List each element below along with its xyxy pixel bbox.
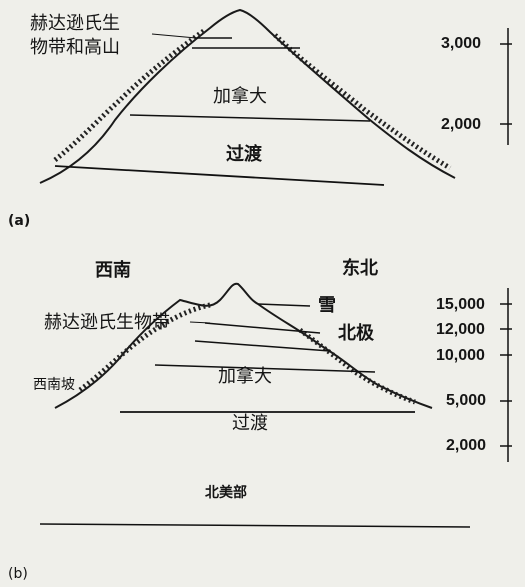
panel-b-zone-line-canadian [154,364,376,373]
panel-b-hudsonian-label: 赫达逊氏生物带 [44,312,170,333]
panel-b-tree-belt-right [298,328,416,405]
panel-b-base-label: 北美部 [205,485,247,501]
panel-a-mountain-outline [39,8,456,184]
panel-b-tick-label-10000: 10,000 [436,347,485,364]
panel-a-canadian-label: 加拿大 [213,86,267,107]
panel-b-sw-slope-label: 西南坡 [33,377,75,393]
panel-b-transition-label: 过渡 [232,413,268,434]
panel-b-mountain-outline [54,282,433,409]
panel-b-snow-label: 雪 [318,295,336,316]
panel-b-tick-label-15000: 15,000 [436,296,485,313]
panel-b-southwest-label: 西南 [95,260,131,281]
panel-b-canadian-label: 加拿大 [218,366,272,387]
panel-b-zone-line-upper-canadian [194,340,331,352]
panel-b-northeast-label: 东北 [342,258,378,279]
panel-a-transition-label: 过渡 [226,144,262,165]
panel-a-tree-belt-right [273,33,452,171]
panel-b-tick-label-2000: 2,000 [446,437,487,454]
panel-a-tick-label-3000: 3,000 [441,35,482,52]
panel-a-alpine-label-line1: 赫达逊氏生 [30,13,120,34]
panel-a-label-leader [151,33,197,39]
panel-a-tick-label-2000: 2,000 [441,116,482,133]
panel-a-tag: (a) [8,213,31,229]
panel-b-tag: (b) [8,566,28,582]
panel-b-baseline [39,523,471,528]
panel-b-tick-label-12000: 12,000 [436,321,485,338]
panel-b-zone-line-hudsonian [204,322,321,334]
panel-a-alpine-label-line2: 物带和高山 [30,37,120,58]
panel-b-mountain [39,282,471,528]
panel-a-zone-line-transition [54,165,385,186]
panel-a-zone-line-canadian [129,114,371,122]
panel-b-zone-line-snow [257,303,311,307]
panel-a-mountain [39,8,456,186]
panel-b-tick-label-5000: 5,000 [446,392,487,409]
panel-b-label-leader-hudsonian [189,321,211,324]
panel-b-elevation-axis [500,288,512,462]
panel-b-arctic-label: 北极 [338,323,374,344]
panel-a-elevation-axis [500,28,512,145]
